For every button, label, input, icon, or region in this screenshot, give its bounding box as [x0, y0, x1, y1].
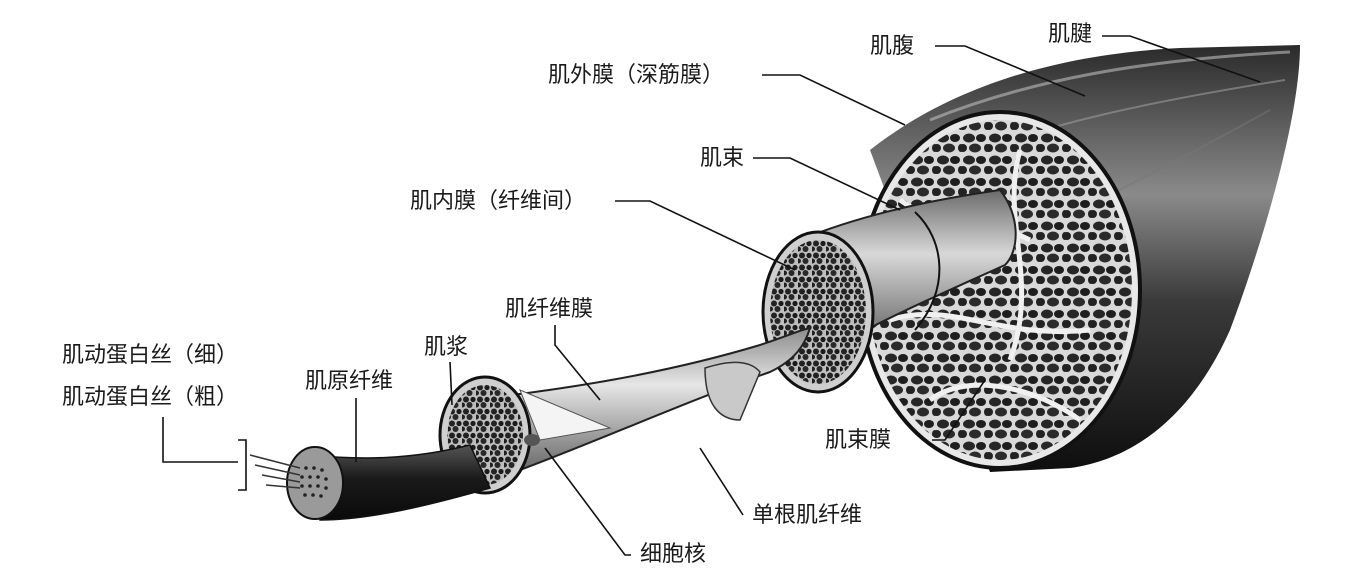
label-endomysium: 肌内膜（纤维间） [410, 189, 587, 214]
label-perimysium: 肌束膜 [825, 428, 892, 453]
label-tendon: 肌腱 [1048, 22, 1093, 47]
label-sarcolemma: 肌纤维膜 [505, 297, 594, 322]
single-fiber [438, 326, 812, 495]
label-myosin-thick: 肌动蛋白丝（粗） [62, 385, 239, 410]
label-myofibril: 肌原纤维 [305, 369, 394, 394]
label-nucleus: 细胞核 [640, 542, 707, 567]
label-muscle-belly: 肌腹 [870, 34, 915, 59]
label-actin-thin: 肌动蛋白丝（细） [62, 343, 239, 368]
label-fascicle: 肌束 [700, 146, 745, 171]
fascicle [761, 188, 1017, 394]
leader-lines [162, 35, 1261, 556]
myofibril [249, 444, 492, 521]
label-sarcoplasm: 肌浆 [424, 335, 469, 360]
label-single-fiber: 单根肌纤维 [752, 503, 863, 528]
label-epimysium: 肌外膜（深筋膜） [548, 63, 725, 88]
